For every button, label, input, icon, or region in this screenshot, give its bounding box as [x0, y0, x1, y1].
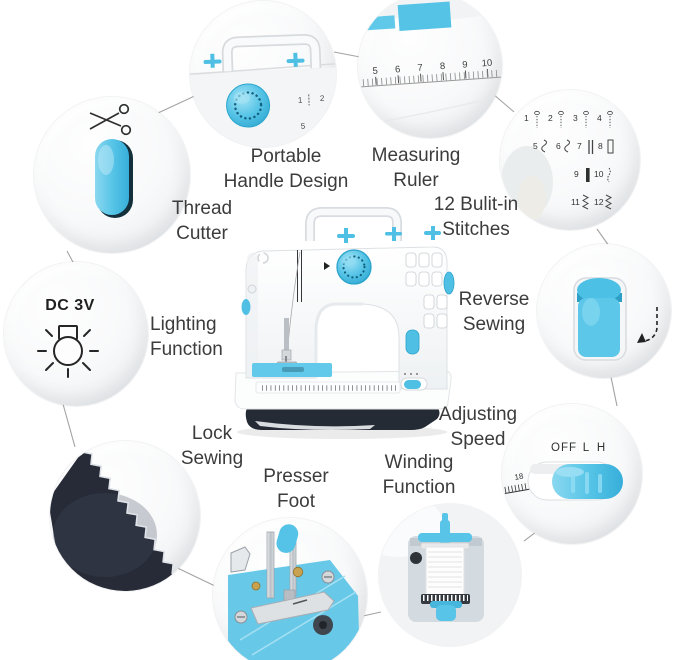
label-winding: Winding Function	[383, 450, 456, 500]
stitches-callout: 1 2 3 4 5 6 7 8 9 10 11 12	[500, 90, 640, 230]
stitch-number: 7	[577, 141, 582, 151]
label-thread-cutter: Thread Cutter	[172, 196, 232, 246]
label-line: Measuring	[371, 145, 461, 166]
label-line: Lighting	[150, 314, 217, 335]
overlock-stitch-edge	[81, 451, 175, 575]
label-line: Adjusting	[438, 404, 518, 425]
label-portable-handle: Portable Handle Design	[224, 144, 349, 194]
spool-pins	[337, 226, 441, 243]
dial-number: 1	[298, 96, 303, 105]
pattern-dial	[336, 249, 372, 285]
side-knob	[443, 271, 455, 295]
lever-knob	[276, 524, 299, 553]
handle-closeup-graphic: 1 2 5	[190, 34, 336, 147]
stitch-number: 10	[594, 169, 604, 179]
scissors-icon	[89, 103, 132, 136]
ruler-number: 6	[395, 64, 401, 75]
ruler-number: 8	[440, 61, 446, 72]
spool-pin-icons	[203, 52, 305, 68]
adjusting-speed-callout: OFF L H 18	[502, 404, 642, 544]
stitch-number: 1	[524, 113, 529, 123]
label-line: Presser	[263, 466, 329, 487]
label-line: Ruler	[393, 170, 439, 191]
sewing-machine-image	[234, 207, 455, 439]
reverse-sewing-callout	[537, 244, 671, 378]
dial-number: 2	[320, 94, 325, 103]
mini-ruler: 18	[504, 472, 530, 495]
label-line: Foot	[276, 491, 316, 512]
ruler-number: 10	[481, 58, 492, 70]
stitch-number: 8	[598, 141, 603, 151]
label-line: Handle Design	[223, 171, 349, 192]
label-line: Stitches	[442, 219, 510, 240]
thread-cutter-button	[95, 139, 133, 218]
stitch-buttons	[405, 252, 448, 329]
stitch-chart: 1 2 3 4 5 6 7 8 9 10 11 12	[524, 110, 614, 210]
ruler-number: 5	[372, 66, 378, 77]
label-lighting: Lighting Function	[150, 312, 223, 362]
dc-voltage-label: DC 3V	[45, 297, 95, 314]
stitch-glyphs	[534, 110, 614, 210]
label-line: 12 Bulit-in	[433, 194, 519, 215]
portable-handle-callout: 1 2 5	[190, 1, 336, 147]
label-line: Winding	[384, 452, 454, 473]
label-line: Function	[150, 339, 223, 360]
stitch-number: 4	[597, 113, 602, 123]
machine-graphic	[234, 207, 455, 439]
label-builtin-stitches: 12 Bulit-in Stitches	[434, 192, 519, 242]
reverse-lever-small	[405, 329, 420, 355]
dial-closeup	[226, 83, 271, 128]
light-bulb-icon	[37, 325, 99, 378]
stitch-number: 12	[594, 197, 604, 207]
reverse-lever-graphic	[573, 277, 627, 361]
winding-callout	[379, 504, 521, 646]
label-line: Portable	[250, 146, 322, 167]
label-line: Reverse	[458, 289, 530, 310]
label-presser-foot: Presser Foot	[263, 464, 328, 514]
label-line: Speed	[450, 429, 506, 450]
thread-cutter-callout	[34, 97, 190, 253]
lock-sewing-callout	[50, 441, 200, 591]
presser-foot-graphic	[228, 524, 360, 660]
label-line: Function	[382, 477, 456, 498]
reverse-arrow-icon	[637, 307, 658, 343]
label-lock-sewing: Lock Sewing	[181, 421, 243, 471]
speed-high-label: H	[597, 442, 605, 454]
label-reverse-sewing: Reverse Sewing	[459, 287, 530, 337]
stitch-number: 5	[533, 141, 538, 151]
ruler-tick-comb	[362, 69, 501, 87]
stitch-number: 2	[548, 113, 553, 123]
label-adjusting-speed: Adjusting Speed	[439, 402, 517, 452]
ruler-graphic: 5 6 7 8 9 10	[361, 1, 501, 123]
bobbin-winder-graphic	[408, 513, 484, 622]
fabric-swatch	[50, 451, 175, 591]
label-line: Sewing	[462, 314, 526, 335]
stitch-number: 6	[556, 141, 561, 151]
machine-dark-base	[245, 407, 440, 430]
ruler-number: 7	[417, 63, 423, 74]
presser-foot-callout	[213, 518, 367, 660]
thread-texture	[428, 551, 462, 588]
speed-low-label: L	[583, 442, 590, 454]
label-line: Sewing	[180, 448, 244, 469]
ruler-number: 9	[462, 59, 468, 70]
label-line: Thread	[171, 198, 233, 219]
measuring-ruler-callout: 5 6 7 8 9 10	[358, 0, 502, 138]
stitch-number: 9	[574, 169, 579, 179]
label-measuring-ruler: Measuring Ruler	[372, 143, 461, 193]
mini-ruler-number: 18	[514, 472, 525, 483]
speed-off-label: OFF	[551, 442, 577, 454]
lighting-callout: DC 3V	[4, 262, 148, 406]
dial-number: 5	[301, 122, 306, 131]
stitch-number: 11	[571, 197, 580, 207]
stitch-number: 3	[573, 113, 578, 123]
speed-switch	[527, 461, 623, 501]
label-line: Cutter	[176, 223, 228, 244]
label-line: Lock	[191, 423, 233, 444]
